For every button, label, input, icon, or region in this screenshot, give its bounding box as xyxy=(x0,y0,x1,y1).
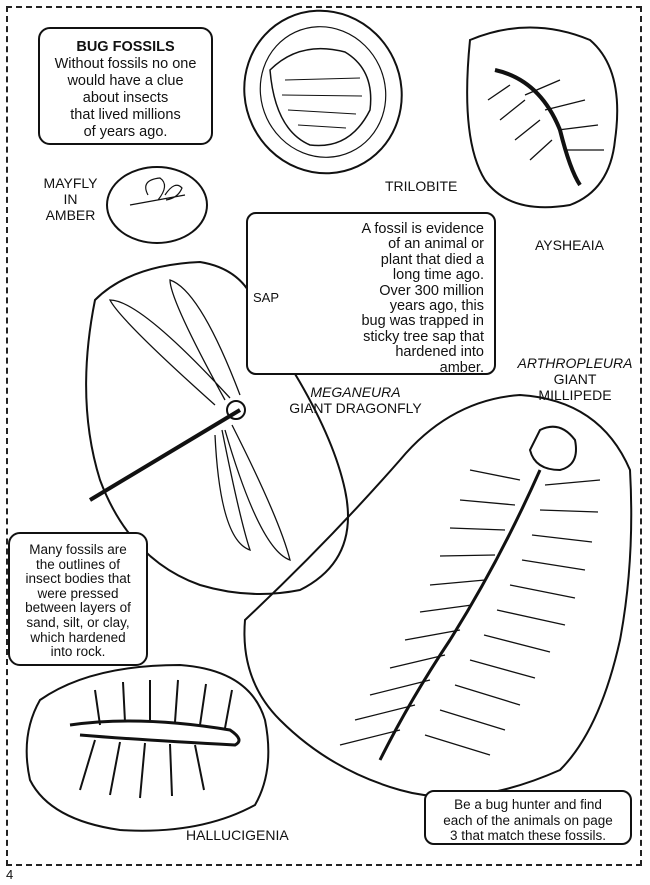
trilobite-fossil-icon xyxy=(243,9,403,175)
intro-line: that lived millions xyxy=(70,107,181,123)
fossils-info-line: the outlines of xyxy=(35,556,121,572)
page-number: 4 xyxy=(6,867,14,882)
amber-info-line: sticky tree sap that xyxy=(363,328,484,345)
amber-info-line: amber. xyxy=(439,359,484,376)
arthropleura-fossil-icon xyxy=(243,393,633,798)
fossils-info-line: were pressed xyxy=(37,585,119,601)
mayfly-label-line: AMBER xyxy=(45,207,96,223)
hallucigenia-fossil-icon xyxy=(25,663,270,832)
page-title: BUG FOSSILS xyxy=(76,39,175,55)
meganeura-fossil-icon xyxy=(85,260,349,595)
meganeura-common: GIANT DRAGONFLY xyxy=(289,400,422,416)
intro-line: Without fossils no one xyxy=(54,56,197,72)
intro-line: of years ago. xyxy=(83,124,168,140)
hallucigenia-label: HALLUCIGENIA xyxy=(186,827,289,843)
trilobite-label: TRILOBITE xyxy=(385,178,458,194)
mayfly-label-line: IN xyxy=(63,191,78,207)
amber-info-line: years ago, this xyxy=(389,298,484,315)
intro-box: BUG FOSSILS Without fossils no one would… xyxy=(38,27,213,145)
aysheaia-fossil-icon xyxy=(466,26,619,209)
page-border xyxy=(6,6,642,866)
fossils-info-line: sand, silt, or clay, xyxy=(26,614,130,630)
intro-line: about insects xyxy=(82,90,169,106)
meganeura-label: MEGANEURA GIANT DRAGONFLY xyxy=(283,384,428,416)
bug-hunter-line: 3 that match these fossils. xyxy=(449,828,607,843)
fossils-info-line: insect bodies that xyxy=(25,571,131,587)
fossils-info-line: which hardened xyxy=(30,629,126,645)
aysheaia-label: AYSHEAIA xyxy=(535,237,604,253)
amber-info-line: bug was trapped in xyxy=(361,313,484,330)
arthropleura-common: MILLIPEDE xyxy=(538,387,612,403)
mayfly-label-line: MAYFLY xyxy=(43,175,98,191)
meganeura-genus: MEGANEURA xyxy=(310,384,401,400)
amber-info-box: A fossil is evidence of an animal or pla… xyxy=(246,212,496,376)
amber-info-line: hardened into xyxy=(395,344,484,361)
bug-hunter-line: Be a bug hunter and find xyxy=(454,797,602,812)
amber-info-line: A fossil is evidence xyxy=(361,221,484,237)
fossils-info-line: Many fossils are xyxy=(29,542,127,557)
fossils-info-line: between layers of xyxy=(25,600,131,616)
amber-info-line: of an animal or xyxy=(388,236,484,253)
sap-label: SAP xyxy=(253,290,280,305)
amber-info-line: plant that died a xyxy=(380,251,484,268)
bug-hunter-line: each of the animals on page xyxy=(443,812,613,828)
arthropleura-common: GIANT xyxy=(553,371,597,387)
intro-line: would have a clue xyxy=(67,73,184,89)
fossils-info-line: into rock. xyxy=(50,644,106,660)
bug-hunter-box: Be a bug hunter and find each of the ani… xyxy=(424,790,632,845)
amber-info-line: Over 300 million xyxy=(379,282,484,299)
mayfly-label: MAYFLY IN AMBER xyxy=(38,175,103,223)
arthropleura-label: ARTHROPLEURA GIANT MILLIPEDE xyxy=(510,355,640,403)
amber-info-line: long time ago. xyxy=(392,267,484,284)
fossils-info-box: Many fossils are the outlines of insect … xyxy=(8,532,148,666)
arthropleura-genus: ARTHROPLEURA xyxy=(517,355,633,371)
mayfly-amber-icon xyxy=(106,166,208,244)
